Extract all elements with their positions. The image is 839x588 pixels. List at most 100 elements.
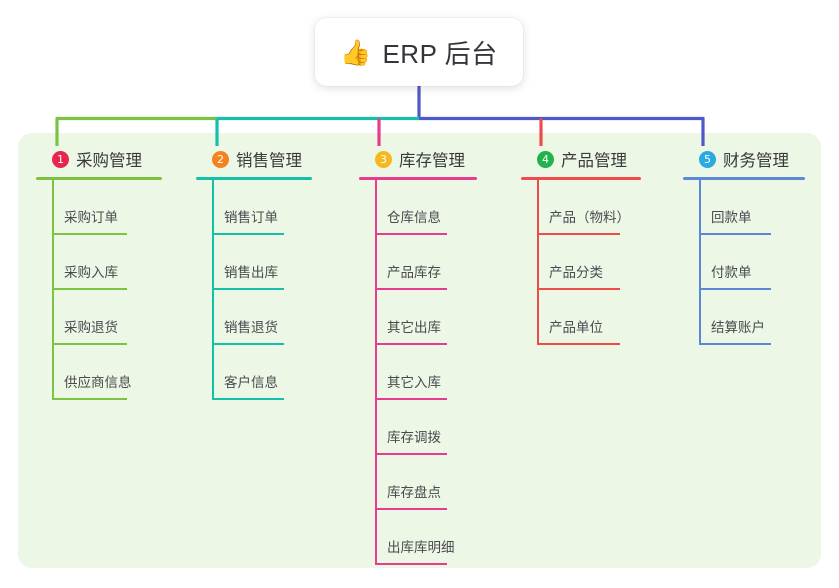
leaf-label: 客户信息 bbox=[224, 375, 278, 390]
leaf-item[interactable]: 销售退货 bbox=[196, 290, 336, 345]
leaf-spine bbox=[212, 345, 214, 400]
leaf-label: 产品（物料） bbox=[549, 210, 630, 225]
thumbs-up-icon: 👍 bbox=[340, 38, 372, 67]
leaf-underline bbox=[537, 233, 620, 235]
leaf-label: 库存盘点 bbox=[387, 485, 441, 500]
branch-badge-2: 2 bbox=[212, 150, 229, 168]
leaf-underline bbox=[375, 508, 447, 510]
leaf-item[interactable]: 客户信息 bbox=[196, 345, 336, 400]
leaf-spine bbox=[375, 180, 377, 235]
leaf-underline bbox=[52, 233, 127, 235]
leaf-label: 结算账户 bbox=[711, 320, 765, 335]
leaf-label: 其它入库 bbox=[387, 375, 441, 390]
root-node-title: ERP 后台 bbox=[382, 38, 498, 69]
leaf-spine bbox=[375, 290, 377, 345]
leaf-item[interactable]: 库存盘点 bbox=[359, 455, 499, 510]
branch-rule bbox=[521, 177, 641, 180]
leaf-spine bbox=[212, 235, 214, 290]
leaf-item[interactable]: 出库库明细 bbox=[359, 510, 499, 565]
leaf-item[interactable]: 销售出库 bbox=[196, 235, 336, 290]
leaf-spine bbox=[537, 180, 539, 235]
root-node[interactable]: 👍 ERP 后台 bbox=[315, 18, 523, 86]
branch-title: 财务管理 bbox=[723, 152, 789, 170]
leaf-underline bbox=[52, 343, 127, 345]
leaf-item[interactable]: 付款单 bbox=[683, 235, 818, 290]
leaf-label: 产品单位 bbox=[549, 320, 603, 335]
leaf-underline bbox=[375, 398, 447, 400]
leaf-item[interactable]: 其它出库 bbox=[359, 290, 499, 345]
leaf-underline bbox=[699, 343, 771, 345]
diagram-panel bbox=[18, 133, 821, 568]
leaf-underline bbox=[212, 233, 284, 235]
branch-header-2[interactable]: 2 销售管理 bbox=[196, 146, 336, 172]
leaf-item[interactable]: 结算账户 bbox=[683, 290, 818, 345]
leaf-spine bbox=[699, 290, 701, 345]
branch-title: 产品管理 bbox=[561, 152, 627, 170]
leaf-item[interactable]: 库存调拨 bbox=[359, 400, 499, 455]
leaf-label: 采购退货 bbox=[64, 320, 118, 335]
branch-header-5[interactable]: 5 财务管理 bbox=[683, 146, 818, 172]
leaf-spine bbox=[375, 455, 377, 510]
branch-badge-4: 4 bbox=[537, 150, 554, 168]
leaf-item[interactable]: 销售订单 bbox=[196, 180, 336, 235]
leaf-spine bbox=[375, 345, 377, 400]
leaf-item[interactable]: 产品单位 bbox=[521, 290, 661, 345]
branch-rule bbox=[359, 177, 477, 180]
branch-title: 销售管理 bbox=[236, 152, 302, 170]
leaf-label: 仓库信息 bbox=[387, 210, 441, 225]
leaf-spine bbox=[375, 235, 377, 290]
leaf-spine bbox=[52, 345, 54, 400]
leaf-item[interactable]: 仓库信息 bbox=[359, 180, 499, 235]
leaf-item[interactable]: 采购入库 bbox=[36, 235, 186, 290]
leaf-underline bbox=[52, 288, 127, 290]
leaf-underline bbox=[212, 288, 284, 290]
leaf-underline bbox=[212, 398, 284, 400]
leaf-underline bbox=[699, 288, 771, 290]
branch-header-4[interactable]: 4 产品管理 bbox=[521, 146, 661, 172]
leaf-underline bbox=[52, 398, 127, 400]
branch-rule bbox=[36, 177, 162, 180]
leaf-item[interactable]: 产品分类 bbox=[521, 235, 661, 290]
leaf-item[interactable]: 产品库存 bbox=[359, 235, 499, 290]
branch-badge-5: 5 bbox=[699, 150, 716, 168]
leaf-spine bbox=[52, 180, 54, 235]
leaf-label: 库存调拨 bbox=[387, 430, 441, 445]
branch-title: 库存管理 bbox=[399, 152, 465, 170]
leaf-underline bbox=[699, 233, 771, 235]
leaf-label: 付款单 bbox=[711, 265, 752, 280]
leaf-spine bbox=[537, 235, 539, 290]
leaf-underline bbox=[537, 343, 620, 345]
root-node-content: 👍 ERP 后台 bbox=[340, 34, 497, 71]
leaf-label: 出库库明细 bbox=[387, 540, 455, 555]
leaf-spine bbox=[699, 180, 701, 235]
leaf-label: 销售订单 bbox=[224, 210, 278, 225]
leaf-spine bbox=[212, 290, 214, 345]
leaf-item[interactable]: 其它入库 bbox=[359, 345, 499, 400]
leaf-spine bbox=[375, 400, 377, 455]
leaf-spine bbox=[212, 180, 214, 235]
branch-title: 采购管理 bbox=[76, 152, 142, 170]
leaf-label: 产品库存 bbox=[387, 265, 441, 280]
leaf-label: 销售退货 bbox=[224, 320, 278, 335]
leaf-spine bbox=[52, 290, 54, 345]
leaf-label: 产品分类 bbox=[549, 265, 603, 280]
leaf-item[interactable]: 产品（物料） bbox=[521, 180, 661, 235]
leaf-underline bbox=[212, 343, 284, 345]
branch-财务管理: 5 财务管理回款单付款单结算账户 bbox=[683, 146, 818, 345]
leaf-item[interactable]: 回款单 bbox=[683, 180, 818, 235]
leaf-item[interactable]: 采购订单 bbox=[36, 180, 186, 235]
leaf-spine bbox=[375, 510, 377, 565]
branch-rule bbox=[683, 177, 805, 180]
leaf-item[interactable]: 供应商信息 bbox=[36, 345, 186, 400]
leaf-label: 供应商信息 bbox=[64, 375, 132, 390]
leaf-underline bbox=[537, 288, 620, 290]
branch-销售管理: 2 销售管理销售订单销售出库销售退货客户信息 bbox=[196, 146, 336, 400]
leaf-item[interactable]: 采购退货 bbox=[36, 290, 186, 345]
leaf-label: 其它出库 bbox=[387, 320, 441, 335]
leaf-spine bbox=[52, 235, 54, 290]
